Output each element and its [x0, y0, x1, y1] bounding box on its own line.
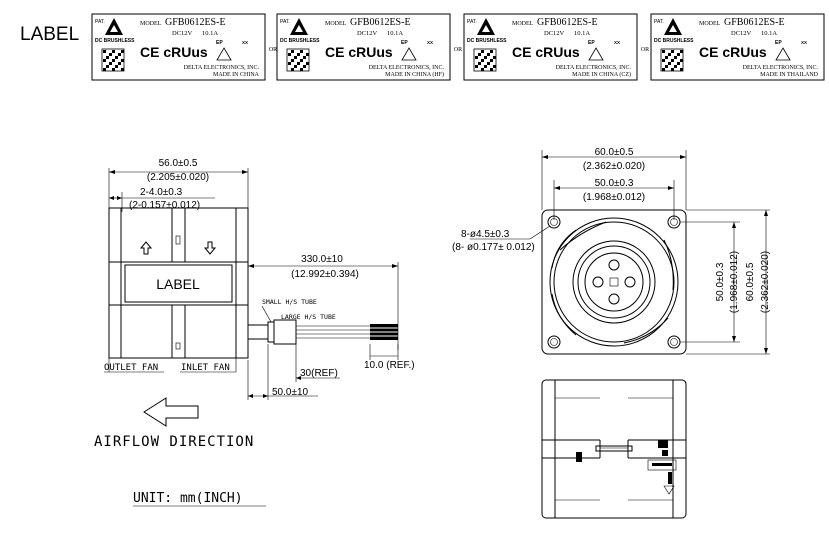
- arrow-up-icon: [139, 241, 153, 255]
- side-label-text: LABEL: [156, 276, 200, 292]
- unit-caption: UNIT: mm(INCH): [133, 491, 243, 506]
- qr-code-icon: [660, 48, 684, 72]
- dim-overall-width: 56.0±0.5: [159, 158, 198, 169]
- label-origin: MADE IN CHINA (HF): [385, 71, 444, 78]
- label-origin: MADE IN CHINA (CZ): [572, 71, 631, 78]
- label-rating-v: DC12V: [544, 30, 565, 37]
- label-origin: MADE IN CHINA: [213, 72, 260, 78]
- inlet-fan-label: INLET FAN: [181, 363, 230, 373]
- or-separator: OR: [454, 47, 462, 53]
- label-type: DC BRUSHLESS: [467, 38, 507, 44]
- dim-v-overall-in: (2.362±0.020): [760, 251, 771, 313]
- dim-wire-end: 10.0 (REF.): [364, 360, 415, 371]
- large-tube-label: LARGE H/S TUBE: [281, 313, 336, 321]
- label-model-word: MODEL: [140, 21, 162, 27]
- label-model-word: MODEL: [512, 21, 534, 27]
- label-marks: CE cRUus: [140, 44, 208, 60]
- or-separator: OR: [269, 47, 277, 53]
- label-model: GFB0612ES-E: [165, 17, 226, 28]
- dim-v-pitch: 50.0±0.3: [715, 262, 726, 301]
- label-origin: MADE IN THAILAND: [760, 72, 819, 78]
- dim-tube-pos: 50.0±10: [272, 387, 309, 398]
- label-rating-v: DC12V: [731, 30, 752, 37]
- label-rating-a: 10.1A: [761, 30, 777, 37]
- label-xx: XX: [242, 40, 248, 45]
- label-xx: XX: [427, 40, 433, 45]
- label-model-word: MODEL: [699, 21, 721, 27]
- label-pat: PAT.: [654, 19, 664, 25]
- small-tube-label: SMALL H/S TUBE: [262, 298, 317, 306]
- dim-front-overall-in: (2.362±0.020): [583, 161, 645, 172]
- dim-front-overall: 60.0±0.5: [595, 147, 634, 158]
- label-pat: PAT.: [467, 19, 477, 25]
- label-marks: CE cRUus: [699, 44, 767, 60]
- label-model: GFB0612ES-E: [350, 17, 411, 28]
- label-ep: EP: [401, 40, 408, 46]
- label-xx: XX: [614, 40, 620, 45]
- dim-v-pitch-in: (1.968±0.012): [729, 251, 740, 313]
- label-marks: CE cRUus: [512, 44, 580, 60]
- label-ep: EP: [216, 40, 223, 46]
- outlet-fan-label: OUTLET FAN: [104, 363, 158, 373]
- arrow-down-icon: [203, 241, 217, 255]
- dim-overall-width-in: (2.205±0.020): [147, 172, 209, 183]
- dim-hole-pitch-in: (1.968±0.012): [583, 192, 645, 203]
- label-pat: PAT.: [280, 19, 290, 25]
- label-model: GFB0612ES-E: [537, 17, 598, 28]
- label-ep: EP: [775, 40, 782, 46]
- label-rating-a: 10.1A: [387, 30, 403, 37]
- dim-holes-in: (8- ø0.177± 0.012): [452, 242, 535, 253]
- label-maker: DELTA ELECTRONICS, INC.: [369, 65, 445, 71]
- label-pat: PAT.: [95, 19, 105, 25]
- recycle-triangle-icon: [401, 47, 417, 61]
- qr-code-icon: [286, 48, 310, 72]
- label-heading: LABEL: [20, 24, 79, 45]
- front-view: 60.0±0.5 (2.362±0.020) 50.0±0.3 (1.968±0…: [452, 147, 771, 355]
- dim-holes: 8-ø4.5±0.3: [461, 229, 510, 240]
- qr-code-icon: [473, 48, 497, 72]
- label-rating-a: 10.1A: [202, 30, 218, 37]
- dim-lead-length-in: (12.992±0.394): [291, 269, 359, 280]
- dim-flange-in: (2-0.157±0.012): [129, 200, 200, 211]
- recycle-triangle-icon: [775, 47, 791, 61]
- dim-strip-ref: 30(REF): [300, 368, 338, 379]
- qr-code-icon: [101, 48, 125, 72]
- label-type: DC BRUSHLESS: [280, 38, 320, 44]
- label-model-word: MODEL: [325, 21, 347, 27]
- side-view: 56.0±0.5 (2.205±0.020) 2-4.0±0.3 (2-0.15…: [104, 158, 415, 400]
- label-rating-v: DC12V: [172, 30, 193, 37]
- recycle-triangle-icon: [216, 47, 232, 61]
- label-maker: DELTA ELECTRONICS, INC.: [556, 65, 632, 71]
- label-ep: EP: [588, 40, 595, 46]
- label-maker: DELTA ELECTRONICS, INC.: [743, 65, 819, 71]
- label-marks: CE cRUus: [325, 44, 393, 60]
- label-maker: DELTA ELECTRONICS, INC.: [184, 65, 260, 71]
- airflow-caption: AIRFLOW DIRECTION: [94, 434, 254, 450]
- dim-flange: 2-4.0±0.3: [140, 187, 183, 198]
- bottom-view: [541, 379, 687, 519]
- dim-hole-pitch: 50.0±0.3: [595, 178, 634, 189]
- label-type: DC BRUSHLESS: [654, 38, 694, 44]
- label-type: DC BRUSHLESS: [95, 38, 135, 44]
- label-xx: XX: [801, 40, 807, 45]
- label-model: GFB0612ES-E: [724, 17, 785, 28]
- dim-lead-length: 330.0±10: [301, 254, 343, 265]
- dim-v-overall: 60.0±0.5: [745, 262, 756, 301]
- airflow-arrow-icon: [143, 397, 199, 427]
- recycle-triangle-icon: [588, 47, 604, 61]
- label-rating-v: DC12V: [357, 30, 378, 37]
- or-separator: OR: [641, 47, 649, 53]
- label-rating-a: 10.1A: [574, 30, 590, 37]
